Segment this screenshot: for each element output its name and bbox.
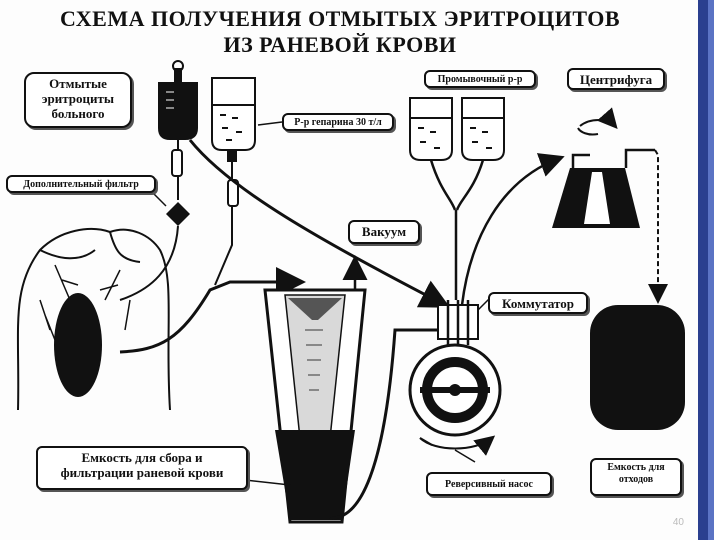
label-collection-container: Емкость для сбора и фильтрации раневой к… <box>36 446 248 490</box>
diagram-title-line2: ИЗ РАНЕВОЙ КРОВИ <box>223 32 457 57</box>
wash-solution-bags <box>409 97 505 161</box>
label-reversible-pump: Реверсивный насос <box>426 472 552 496</box>
decorative-bar-dark <box>698 0 708 540</box>
additional-filter-shape <box>166 202 190 226</box>
diagram-title-line1: СХЕМА ПОЛУЧЕНИЯ ОТМЫТЫХ ЭРИТРОЦИТОВ <box>59 6 621 31</box>
wound-area <box>54 293 102 397</box>
decorative-bar-thin <box>714 0 720 540</box>
patient-torso-illustration <box>16 228 171 411</box>
label-vacuum: Вакуум <box>348 220 420 244</box>
reversible-pump <box>408 343 502 437</box>
page-number: 40 <box>672 517 684 528</box>
waste-container <box>590 305 685 430</box>
label-heparin-solution: Р-р гепарина 30 т/л <box>282 113 394 131</box>
decorative-bar-light <box>708 0 714 540</box>
heparin-bag <box>211 77 256 162</box>
label-waste-container: Емкость для отходов <box>590 458 682 496</box>
label-wash-solution: Промывочный р-р <box>424 70 536 88</box>
drip-chamber <box>171 149 183 177</box>
commutator-block <box>437 300 479 345</box>
label-commutator: Коммутатор <box>488 292 588 314</box>
label-centrifuge: Центрифуга <box>567 68 665 90</box>
label-washed-rbc: Отмытые эритроциты больного <box>24 72 132 128</box>
washed-rbc-bag <box>158 60 198 140</box>
centrifuge-device <box>552 107 655 228</box>
label-additional-filter: Дополнительный фильтр <box>6 175 156 193</box>
collection-container <box>263 288 367 524</box>
